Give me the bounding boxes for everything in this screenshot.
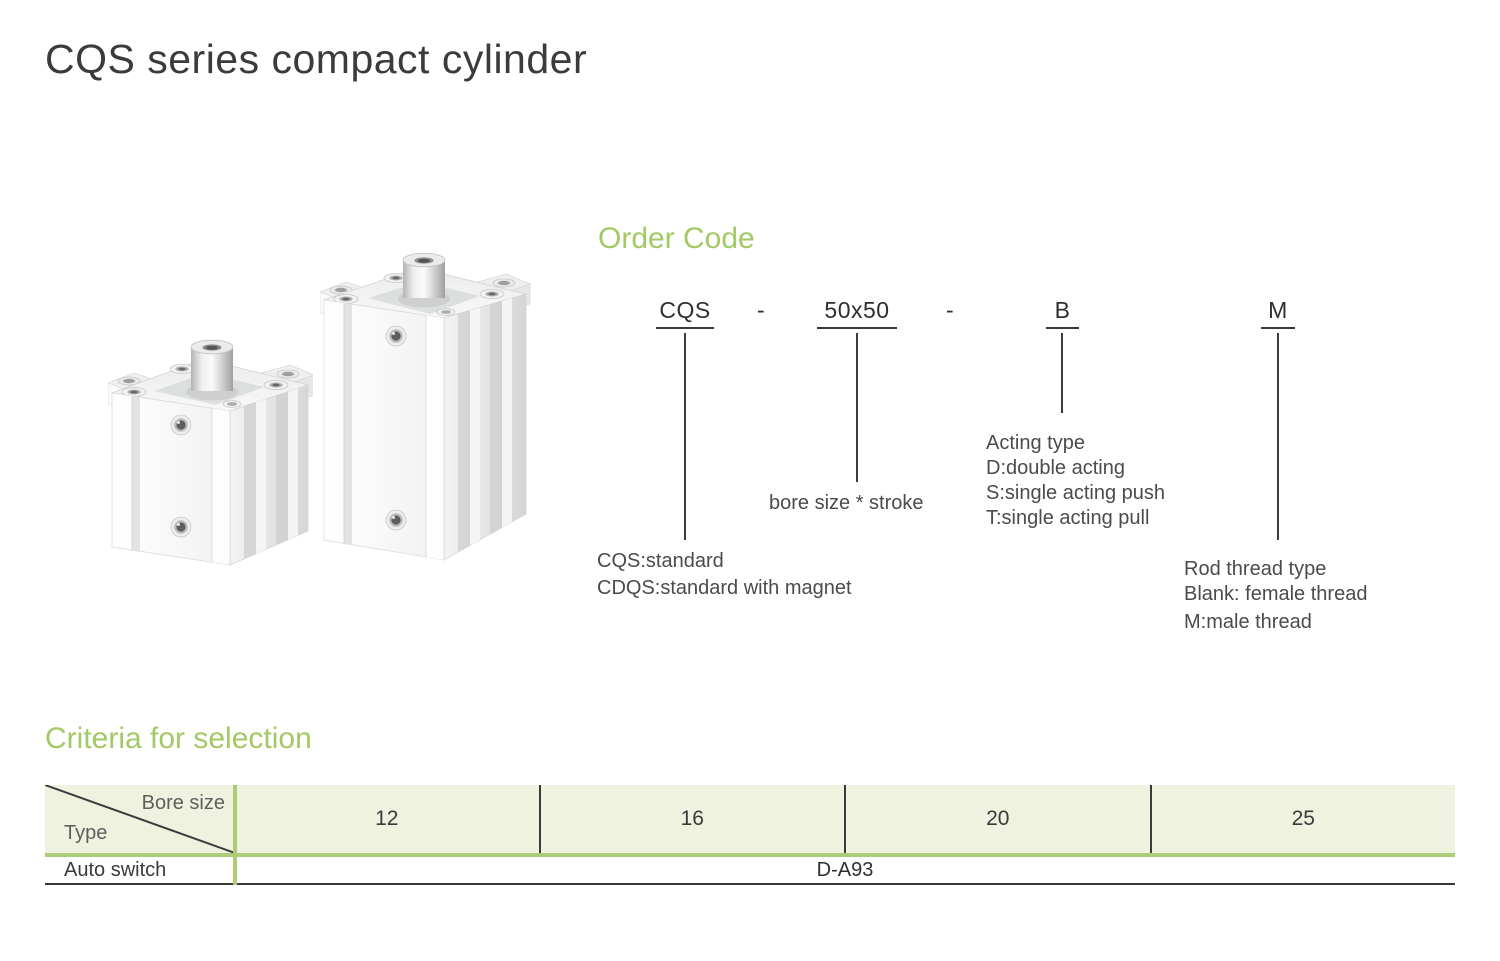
auto-switch-row: Auto switch D-A93 <box>45 857 1455 883</box>
bore-column-20: 20 <box>844 785 1150 853</box>
bore-column-16: 16 <box>538 785 845 853</box>
code-separator-1: - <box>757 297 765 323</box>
thread-notes: Rod thread type Blank: female thread M:m… <box>1184 557 1367 635</box>
acting-notes: Acting type D:double acting S:single act… <box>986 431 1165 531</box>
connector-line-series <box>684 333 686 540</box>
series-notes: CQS:standard CDQS:standard with magnet <box>597 548 852 602</box>
series-note-line2: CDQS:standard with magnet <box>597 577 852 599</box>
table-corner-cell: Bore size Type <box>45 785 235 853</box>
acting-note-line2: S:single acting push <box>986 482 1166 504</box>
auto-switch-label: Auto switch <box>64 859 167 881</box>
bore-columns: 12 16 20 25 <box>235 785 1455 853</box>
selection-table: Bore size Type 12 16 20 25 Auto switch D… <box>45 785 1455 885</box>
thread-note-line1: Blank: female thread <box>1184 583 1368 605</box>
code-token-rod-thread: M <box>1261 297 1295 329</box>
acting-note-title: Acting type <box>986 432 1085 454</box>
code-token-series: CQS <box>656 297 714 329</box>
connector-line-acting <box>1061 333 1063 413</box>
connector-line-rod-thread <box>1277 333 1279 540</box>
order-code-heading: Order Code <box>598 222 755 255</box>
auto-switch-value: D-A93 <box>816 859 874 881</box>
acting-note-line1: D:double acting <box>986 457 1125 479</box>
table-green-horizontal-line <box>45 853 1455 857</box>
type-header-label: Type <box>64 822 108 844</box>
bore-column-12: 12 <box>375 807 399 830</box>
table-bottom-line <box>45 883 1455 885</box>
acting-note-line3: T:single acting pull <box>986 507 1150 529</box>
page-title: CQS series compact cylinder <box>45 36 588 82</box>
table-green-vertical-divider <box>233 785 237 885</box>
code-separator-2: - <box>946 297 954 323</box>
cylinder-image-large <box>320 252 532 561</box>
thread-note-title: Rod thread type <box>1184 558 1327 580</box>
cylinder-image-small <box>108 339 313 566</box>
diagonal-divider <box>45 785 235 853</box>
bore-size-header-label: Bore size <box>141 792 225 814</box>
code-token-acting: B <box>1046 297 1079 329</box>
criteria-heading: Criteria for selection <box>45 722 312 755</box>
code-token-bore-stroke: 50x50 <box>817 297 897 329</box>
bore-column-25: 25 <box>1149 785 1456 853</box>
connector-line-bore-stroke <box>856 333 858 482</box>
thread-note-line2: M:male thread <box>1184 611 1312 633</box>
table-header-row: Bore size Type 12 16 20 25 <box>45 785 1455 853</box>
bore-note: bore size * stroke <box>769 492 924 514</box>
series-note-line1: CQS:standard <box>597 550 724 572</box>
